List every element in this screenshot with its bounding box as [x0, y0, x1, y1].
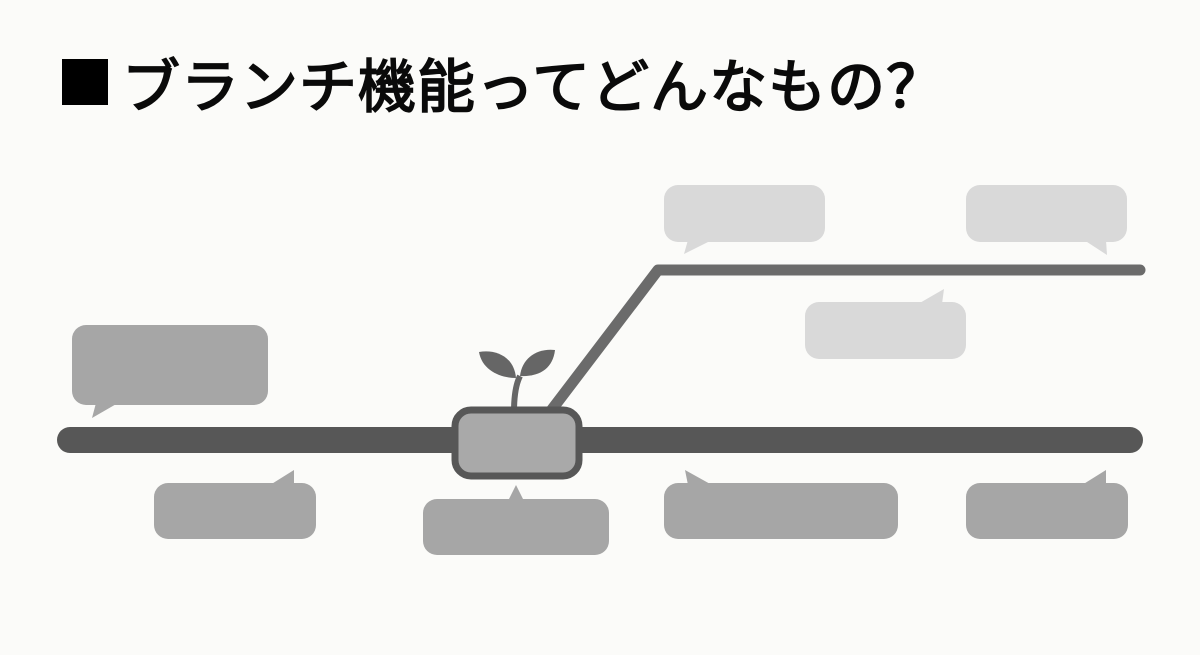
branch-node [451, 406, 583, 480]
sprout-icon [479, 349, 555, 413]
speech-bubble-branch-middle [805, 302, 966, 359]
branch-line [544, 264, 1146, 418]
speech-bubble-main-left-bottom [154, 483, 316, 539]
speech-bubble-branch-point [423, 499, 609, 555]
speech-bubble-branch-top-right [966, 185, 1127, 242]
bubble-tails [92, 240, 1107, 501]
speech-bubble-main-left-top [72, 325, 268, 405]
speech-bubble-branch-top-left [664, 185, 825, 242]
page-title: ブランチ機能ってどんなもの？ [62, 40, 945, 124]
title-text: ブランチ機能ってどんなもの？ [122, 53, 946, 121]
square-bullet-icon [62, 59, 108, 105]
speech-bubble-main-right-bottom-1 [664, 483, 898, 539]
speech-bubble-main-right-bottom-2 [966, 483, 1128, 539]
